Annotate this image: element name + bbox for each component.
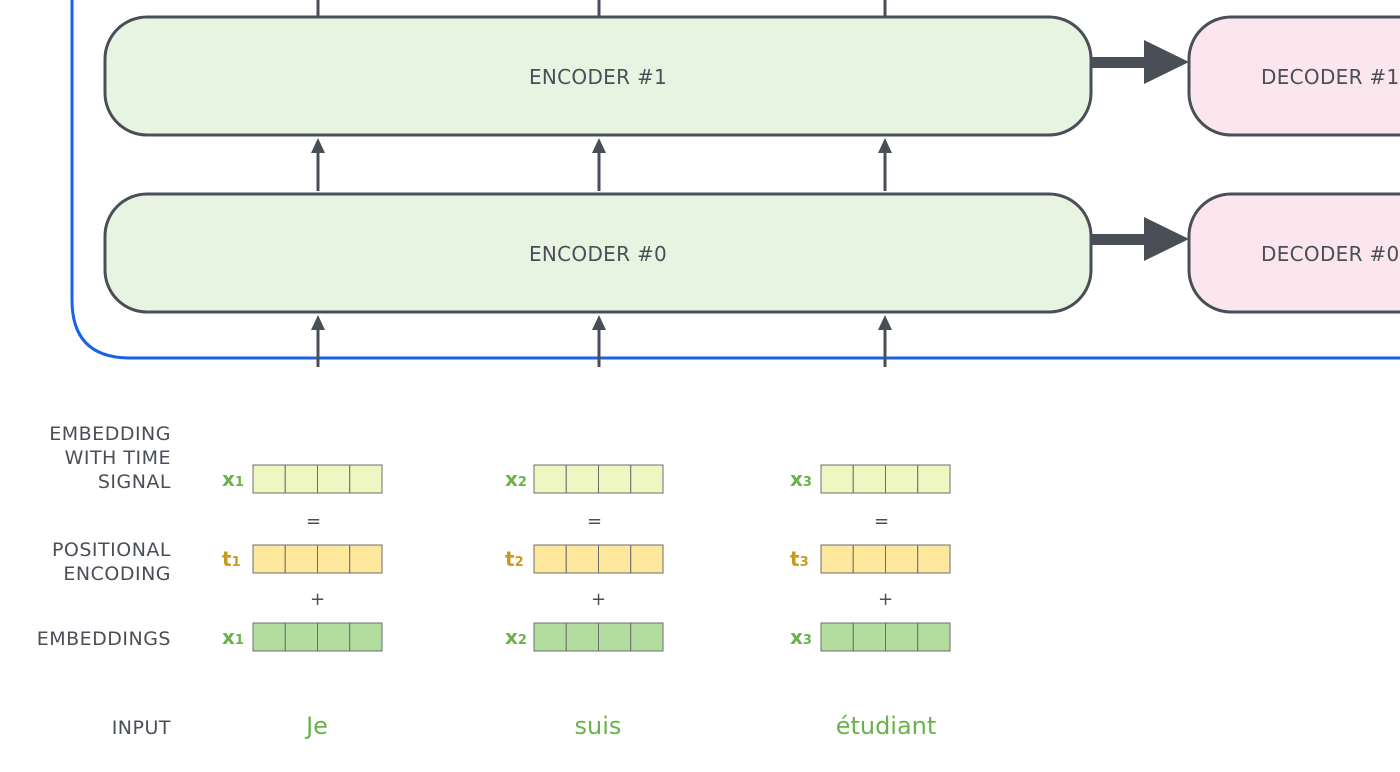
- vector-cell: [565, 464, 599, 494]
- svg-text:EMBEDDINGS: EMBEDDINGS: [37, 628, 171, 650]
- svg-text:POSITIONAL: POSITIONAL: [52, 539, 171, 561]
- svg-text:SIGNAL: SIGNAL: [98, 471, 171, 493]
- vector-cell: [533, 464, 567, 494]
- embedding-with-time-signal-vector: x3: [790, 464, 951, 494]
- encoder-1-block: ENCODER #1: [103, 15, 1093, 137]
- input-to-encoder-0-arrows: [311, 315, 892, 367]
- embedding-vector: x3: [790, 622, 951, 652]
- vector-cell: [565, 544, 599, 574]
- vector-cell: [630, 544, 664, 574]
- equals-operator: =: [306, 511, 321, 532]
- token-column: x2 t2 x2 = + suis: [505, 464, 664, 740]
- encoder-0-to-encoder-1-arrows: [311, 138, 892, 191]
- decoder-0-block: DECODER #0: [1187, 192, 1400, 314]
- vector-cell: [630, 464, 664, 494]
- plus-operator: +: [591, 589, 606, 610]
- encoder-1-to-decoder-1-arrow: [1092, 40, 1189, 84]
- encoder-stack-container: [70, 0, 1400, 360]
- vector-cell: [852, 544, 886, 574]
- vector-cell: [917, 622, 951, 652]
- svg-text:EMBEDDING: EMBEDDING: [49, 423, 171, 445]
- vector-cell: [317, 622, 351, 652]
- vector-symbol: t3: [790, 547, 809, 571]
- positional-encoding-vector: t2: [505, 544, 664, 574]
- svg-text:ENCODING: ENCODING: [63, 563, 171, 585]
- vector-symbol: x1: [222, 467, 244, 491]
- token-column: x1 t1 x1 = + Je: [222, 464, 383, 740]
- row-label-embedding-with-time-signal: EMBEDDING WITH TIME SIGNAL: [49, 423, 171, 493]
- vector-cell: [252, 622, 286, 652]
- vector-cell: [630, 622, 664, 652]
- embedding-vector: x2: [505, 622, 664, 652]
- vector-cell: [820, 544, 854, 574]
- vector-cell: [317, 464, 351, 494]
- vector-symbol: x3: [790, 467, 812, 491]
- encoder-0-label: ENCODER #0: [529, 242, 667, 266]
- svg-text:WITH TIME: WITH TIME: [65, 447, 171, 469]
- vector-symbol: x2: [505, 625, 527, 649]
- vector-cell: [252, 464, 286, 494]
- vector-cell: [565, 622, 599, 652]
- vector-cell: [349, 622, 383, 652]
- equals-operator: =: [587, 511, 602, 532]
- vector-cell: [598, 622, 632, 652]
- input-word: étudiant: [836, 712, 937, 740]
- vector-cell: [533, 622, 567, 652]
- encoder-1-label: ENCODER #1: [529, 65, 667, 89]
- vector-symbol: x2: [505, 467, 527, 491]
- vector-symbol: x3: [790, 625, 812, 649]
- token-column: x3 t3 x3 = + étudiant: [790, 464, 951, 740]
- vector-cell: [885, 544, 919, 574]
- plus-operator: +: [310, 589, 325, 610]
- vector-cell: [852, 622, 886, 652]
- vector-symbol: x1: [222, 625, 244, 649]
- encoder-0-to-decoder-0-arrow: [1092, 217, 1189, 261]
- vector-cell: [252, 544, 286, 574]
- vector-cell: [284, 544, 318, 574]
- vector-cell: [284, 622, 318, 652]
- row-label-input: INPUT: [112, 717, 171, 739]
- vector-cell: [917, 464, 951, 494]
- plus-operator: +: [878, 589, 893, 610]
- vector-cell: [917, 544, 951, 574]
- row-label-positional-encoding: POSITIONAL ENCODING: [52, 539, 171, 585]
- input-word: Je: [304, 712, 328, 740]
- decoder-1-block: DECODER #1: [1187, 15, 1400, 137]
- positional-encoding-vector: t1: [222, 544, 383, 574]
- svg-text:INPUT: INPUT: [112, 717, 171, 739]
- embedding-vector: x1: [222, 622, 383, 652]
- positional-encoding-vector: t3: [790, 544, 951, 574]
- vector-cell: [820, 464, 854, 494]
- vector-symbol: t1: [222, 547, 241, 571]
- row-label-embeddings: EMBEDDINGS: [37, 628, 171, 650]
- vector-cell: [349, 464, 383, 494]
- token-columns: x1 t1 x1 = + Je x2 t2 x2 = + suis x3 t3 x3 = + étudiant: [222, 464, 951, 740]
- vector-cell: [885, 464, 919, 494]
- embedding-with-time-signal-vector: x2: [505, 464, 664, 494]
- embedding-with-time-signal-vector: x1: [222, 464, 383, 494]
- decoder-0-label: DECODER #0: [1261, 242, 1400, 266]
- vector-cell: [885, 622, 919, 652]
- equals-operator: =: [874, 511, 889, 532]
- vector-cell: [598, 464, 632, 494]
- vector-symbol: t2: [505, 547, 524, 571]
- vector-cell: [284, 464, 318, 494]
- encoder-0-block: ENCODER #0: [103, 192, 1093, 314]
- top-connector-lines: [316, 0, 887, 16]
- input-word: suis: [575, 712, 622, 740]
- vector-cell: [852, 464, 886, 494]
- vector-cell: [598, 544, 632, 574]
- decoder-1-label: DECODER #1: [1261, 65, 1400, 89]
- vector-cell: [349, 544, 383, 574]
- vector-cell: [317, 544, 351, 574]
- vector-cell: [820, 622, 854, 652]
- vector-cell: [533, 544, 567, 574]
